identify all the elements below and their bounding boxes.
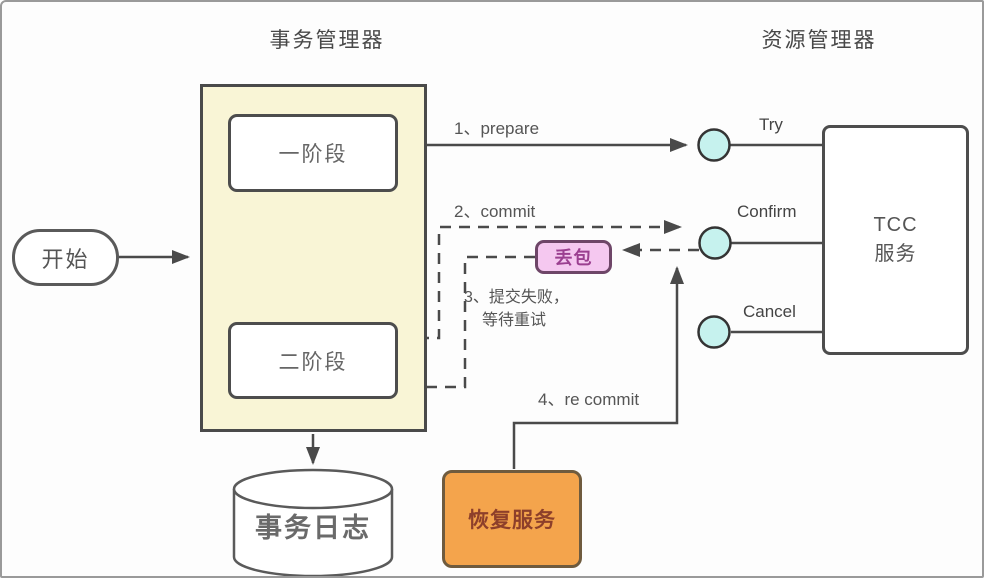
title-resource-manager: 资源管理器 — [761, 29, 877, 52]
confirm-port-circle — [698, 226, 732, 260]
start-label: 开始 — [41, 246, 90, 272]
title-transaction-manager: 事务管理器 — [269, 29, 385, 52]
confirm-label: Confirm — [737, 202, 797, 221]
tcc-service-box: TCC 服务 — [822, 125, 969, 355]
packet-loss-box: 丢包 — [535, 240, 612, 274]
step3-label-line2: 等待重试 — [482, 312, 547, 329]
try-port-circle — [697, 128, 731, 162]
packet-loss-label: 丢包 — [554, 248, 593, 268]
phase2-box: 二阶段 — [228, 322, 398, 399]
tcc-label-line2: 服务 — [874, 243, 917, 265]
phase1-label: 一阶段 — [278, 143, 348, 166]
recovery-label: 恢复服务 — [468, 509, 556, 532]
transaction-log-label: 事务日志 — [255, 513, 371, 543]
recovery-service-box: 恢复服务 — [442, 470, 582, 568]
cancel-port-circle — [697, 315, 731, 349]
transaction-log-cylinder-top — [232, 468, 394, 510]
step1-label: 1、prepare — [454, 119, 540, 138]
start-node: 开始 — [12, 229, 119, 286]
step4-label: 4、re commit — [538, 390, 640, 409]
cancel-label: Cancel — [743, 302, 796, 321]
step2-label: 2、commit — [454, 202, 536, 221]
phase2-label: 二阶段 — [278, 350, 348, 374]
tcc-label-line1: TCC — [873, 214, 918, 236]
step3-label-line1: 3、提交失败， — [464, 289, 569, 306]
phase1-box: 一阶段 — [228, 114, 398, 192]
try-label: Try — [759, 115, 783, 134]
